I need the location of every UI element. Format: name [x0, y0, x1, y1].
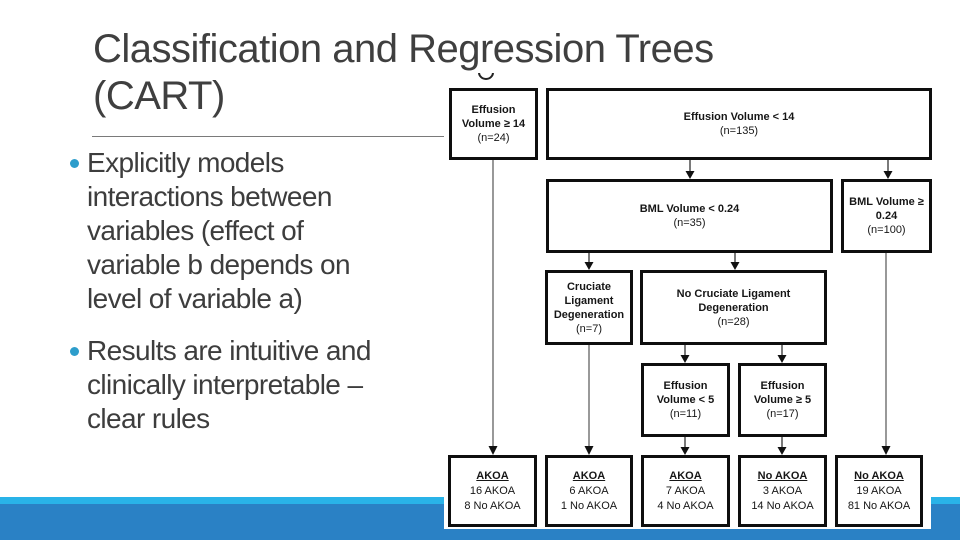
tree-leaf-no-akoa-1: No AKOA 3 AKOA 14 No AKOA [738, 455, 827, 527]
bullet-list: Explicitly models interactions between v… [70, 146, 445, 436]
tree-node-bml-ge-024: BML Volume ≥ 0.24 (n=100) [841, 179, 932, 253]
tree-leaf-akoa-1: AKOA 16 AKOA 8 No AKOA [448, 455, 537, 527]
tree-node-cruciate-degeneration: Cruciate Ligament Degeneration (n=7) [545, 270, 633, 345]
cropped-circle-artifact [477, 73, 497, 83]
tree-node-effusion-ge-14: Effusion Volume ≥ 14 (n=24) [449, 88, 538, 160]
tree-leaf-akoa-2: AKOA 6 AKOA 1 No AKOA [545, 455, 633, 527]
bullet-item: Results are intuitive and clinically int… [70, 334, 445, 436]
tree-node-bml-lt-024: BML Volume < 0.24 (n=35) [546, 179, 833, 253]
bullet-icon [70, 347, 79, 356]
bullet-icon [70, 159, 79, 168]
tree-node-no-cruciate-degeneration: No Cruciate Ligament Degeneration (n=28) [640, 270, 827, 345]
bullet-text: Results are intuitive and clinically int… [87, 335, 371, 434]
tree-leaf-no-akoa-2: No AKOA 19 AKOA 81 No AKOA [835, 455, 923, 527]
cart-tree-figure: Effusion Volume ≥ 14 (n=24) Effusion Vol… [444, 85, 932, 529]
bullet-text: Explicitly models interactions between v… [87, 147, 351, 314]
tree-node-effusion-lt-14: Effusion Volume < 14 (n=135) [546, 88, 932, 160]
tree-node-effusion-lt-5: Effusion Volume < 5 (n=11) [641, 363, 730, 437]
title-underline [92, 136, 448, 137]
tree-connectors [488, 160, 893, 455]
page-title: Classification and Regression Trees (CAR… [93, 27, 714, 118]
tree-leaf-akoa-3: AKOA 7 AKOA 4 No AKOA [641, 455, 730, 527]
bullet-item: Explicitly models interactions between v… [70, 146, 445, 316]
tree-node-effusion-ge-5: Effusion Volume ≥ 5 (n=17) [738, 363, 827, 437]
